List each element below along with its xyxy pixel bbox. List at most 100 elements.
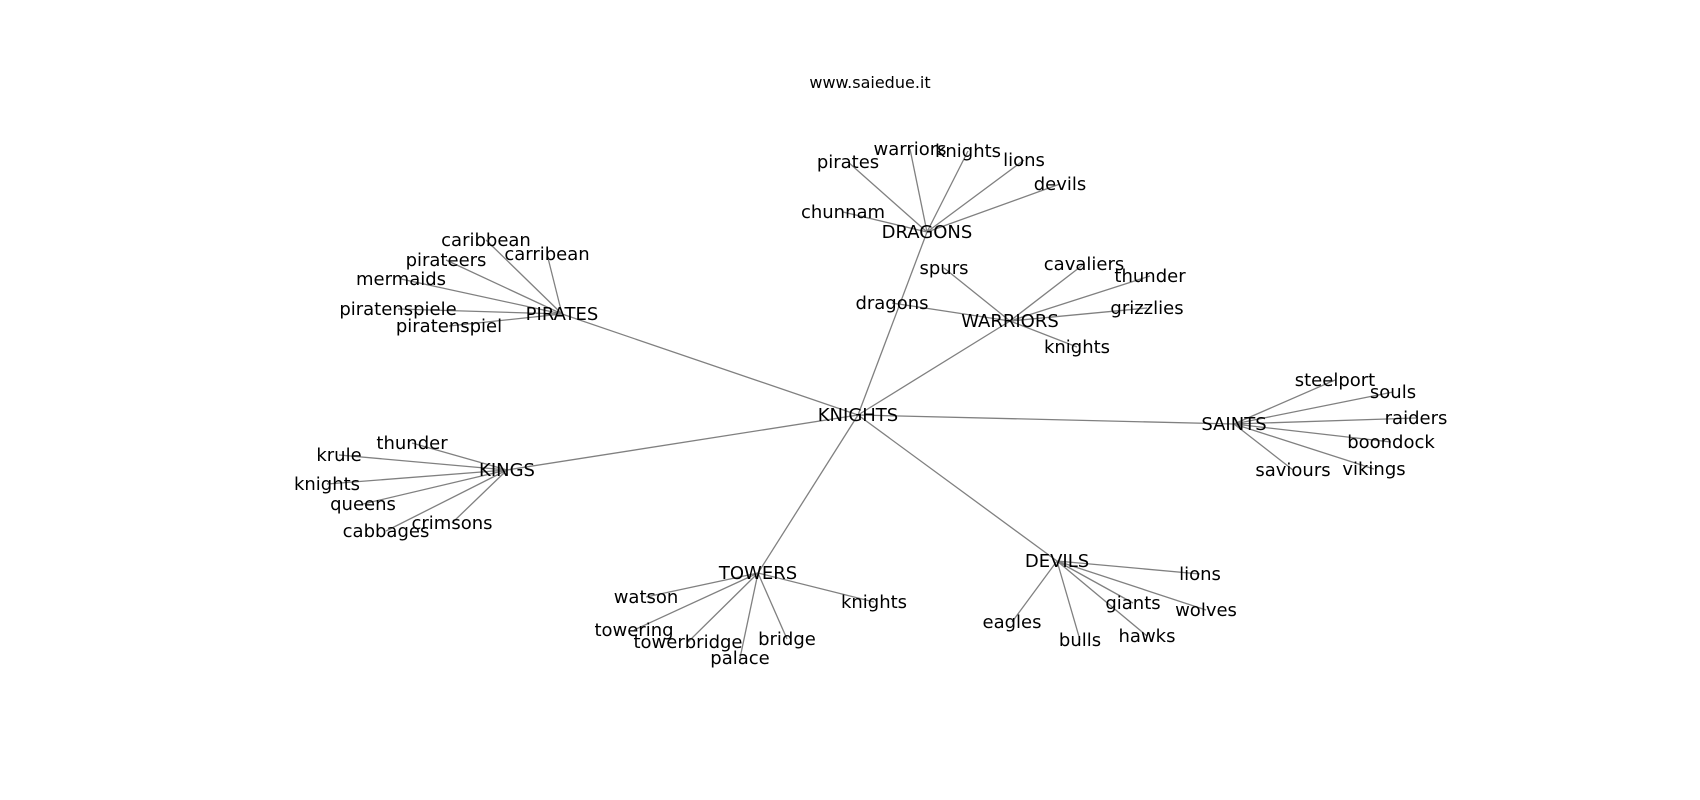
node-leaf-pirates-piratenspiel: piratenspiel xyxy=(396,316,502,337)
node-leaf-devils-eagles: eagles xyxy=(983,612,1042,633)
node-leaf-saints-vikings: vikings xyxy=(1342,459,1405,480)
node-leaf-pirates-mermaids: mermaids xyxy=(356,269,446,290)
edge-devils-bulls xyxy=(1056,560,1081,641)
node-leaf-warriors-knights: knights xyxy=(1044,337,1110,358)
node-leaf-towers-watson: watson xyxy=(614,587,679,608)
node-leaf-pirates-piratenspiele: piratenspiele xyxy=(339,299,456,320)
edge-pirates-mermaids xyxy=(400,278,563,315)
edge-saints-souls xyxy=(1233,391,1394,425)
edge-devils-eagles xyxy=(1011,560,1058,623)
edge-root-devils xyxy=(857,414,1058,562)
node-leaf-saints-raiders: raiders xyxy=(1385,408,1448,429)
node-leaf-saints-saviours: saviours xyxy=(1255,460,1330,481)
node-leaf-dragons-knights: knights xyxy=(935,141,1001,162)
node-hub-dragons: DRAGONS xyxy=(882,222,973,243)
edge-root-towers xyxy=(757,414,859,574)
edge-saints-saviours xyxy=(1233,423,1294,471)
edge-towers-palace xyxy=(739,572,759,659)
edge-devils-wolves xyxy=(1056,560,1207,611)
node-hub-kings: KINGS xyxy=(479,460,535,481)
node-leaf-devils-bulls: bulls xyxy=(1059,630,1101,651)
node-leaf-dragons-warriors: warriors xyxy=(873,139,946,160)
node-leaf-dragons-pirates: pirates xyxy=(817,152,879,173)
edge-root-pirates xyxy=(561,313,859,416)
edge-warriors-dragons xyxy=(891,302,1011,322)
node-hub-pirates: PIRATES xyxy=(526,304,599,325)
edge-dragons-lions xyxy=(926,159,1025,233)
diagram-title: www.saiedue.it xyxy=(809,73,930,92)
node-leaf-towers-knights: knights xyxy=(841,592,907,613)
node-leaf-kings-cabbages: cabbages xyxy=(343,521,430,542)
node-leaf-devils-wolves: wolves xyxy=(1175,600,1237,621)
edge-pirates-piratenspiele xyxy=(397,308,563,315)
node-hub-devils: DEVILS xyxy=(1025,551,1089,572)
edge-saints-raiders xyxy=(1233,417,1417,425)
edge-towers-knights xyxy=(757,572,875,603)
node-leaf-devils-hawks: hawks xyxy=(1119,626,1176,647)
edge-kings-knights xyxy=(326,469,508,485)
node-leaf-towers-bridge: bridge xyxy=(758,629,816,650)
node-leaf-devils-lions: lions xyxy=(1179,564,1221,585)
node-leaf-pirates-pirateers: pirateers xyxy=(406,250,487,271)
edge-kings-krule xyxy=(338,454,508,471)
node-leaf-kings-crimsons: crimsons xyxy=(411,513,492,534)
edge-warriors-cavaliers xyxy=(1009,263,1085,322)
edge-warriors-knights xyxy=(1009,320,1078,348)
edge-dragons-devils xyxy=(926,183,1061,233)
node-leaf-warriors-spurs: spurs xyxy=(920,258,969,279)
node-leaf-towers-towering: towering xyxy=(594,620,673,641)
node-leaf-saints-boondock: boondock xyxy=(1347,432,1435,453)
edge-towers-bridge xyxy=(757,572,788,640)
edge-kings-queens xyxy=(362,469,508,505)
edge-saints-vikings xyxy=(1233,423,1375,470)
edge-kings-cabbages xyxy=(385,469,508,532)
node-hub-towers: TOWERS xyxy=(718,563,797,584)
node-leaf-saints-steelport: steelport xyxy=(1295,370,1375,391)
node-hub-warriors: WARRIORS xyxy=(961,311,1059,332)
edge-root-dragons xyxy=(857,231,928,416)
edge-devils-hawks xyxy=(1056,560,1148,637)
edges-layer xyxy=(326,148,1417,659)
edge-dragons-knights xyxy=(926,150,969,233)
edge-towers-towerbridge xyxy=(687,572,759,643)
edge-kings-crimsons xyxy=(451,469,508,524)
edge-pirates-piratenspiel xyxy=(448,313,563,327)
edge-pirates-caribbean xyxy=(485,239,563,315)
edge-towers-towering xyxy=(633,572,759,631)
edge-warriors-spurs xyxy=(943,267,1011,322)
edge-pirates-carribean xyxy=(546,253,563,315)
node-leaf-devils-giants: giants xyxy=(1105,593,1160,614)
node-leaf-kings-thunder: thunder xyxy=(376,433,448,454)
edge-towers-watson xyxy=(645,572,759,598)
edge-root-kings xyxy=(506,414,859,471)
edge-root-warriors xyxy=(857,320,1011,416)
node-leaf-warriors-thunder: thunder xyxy=(1114,266,1186,287)
node-leaf-dragons-devils: devils xyxy=(1034,174,1087,195)
edge-kings-thunder xyxy=(411,442,508,471)
node-leaf-pirates-carribean: carribean xyxy=(504,244,589,265)
node-leaf-kings-queens: queens xyxy=(330,494,396,515)
node-leaf-dragons-chunnam: chunnam xyxy=(801,202,885,223)
edge-dragons-chunnam xyxy=(842,211,928,233)
node-leaf-kings-knights: knights xyxy=(294,474,360,495)
edge-root-saints xyxy=(857,414,1235,425)
edge-warriors-grizzlies xyxy=(1009,307,1148,322)
edge-saints-boondock xyxy=(1233,423,1392,443)
edge-dragons-warriors xyxy=(909,148,928,233)
node-leaf-towers-palace: palace xyxy=(710,648,769,669)
node-root: KNIGHTS xyxy=(818,405,898,426)
edge-pirates-pirateers xyxy=(445,259,563,315)
node-leaf-warriors-grizzlies: grizzlies xyxy=(1110,298,1183,319)
node-leaf-warriors-cavaliers: cavaliers xyxy=(1044,254,1124,275)
node-leaf-warriors-dragons: dragons xyxy=(855,293,928,314)
node-hub-saints: SAINTS xyxy=(1201,414,1266,435)
node-leaf-towers-towerbridge: towerbridge xyxy=(633,632,742,653)
edge-devils-lions xyxy=(1056,560,1201,575)
edge-dragons-pirates xyxy=(847,161,928,233)
edge-devils-giants xyxy=(1056,560,1134,604)
edge-warriors-thunder xyxy=(1009,275,1151,322)
node-leaf-pirates-caribbean: caribbean xyxy=(441,230,531,251)
node-leaf-dragons-lions: lions xyxy=(1003,150,1045,171)
